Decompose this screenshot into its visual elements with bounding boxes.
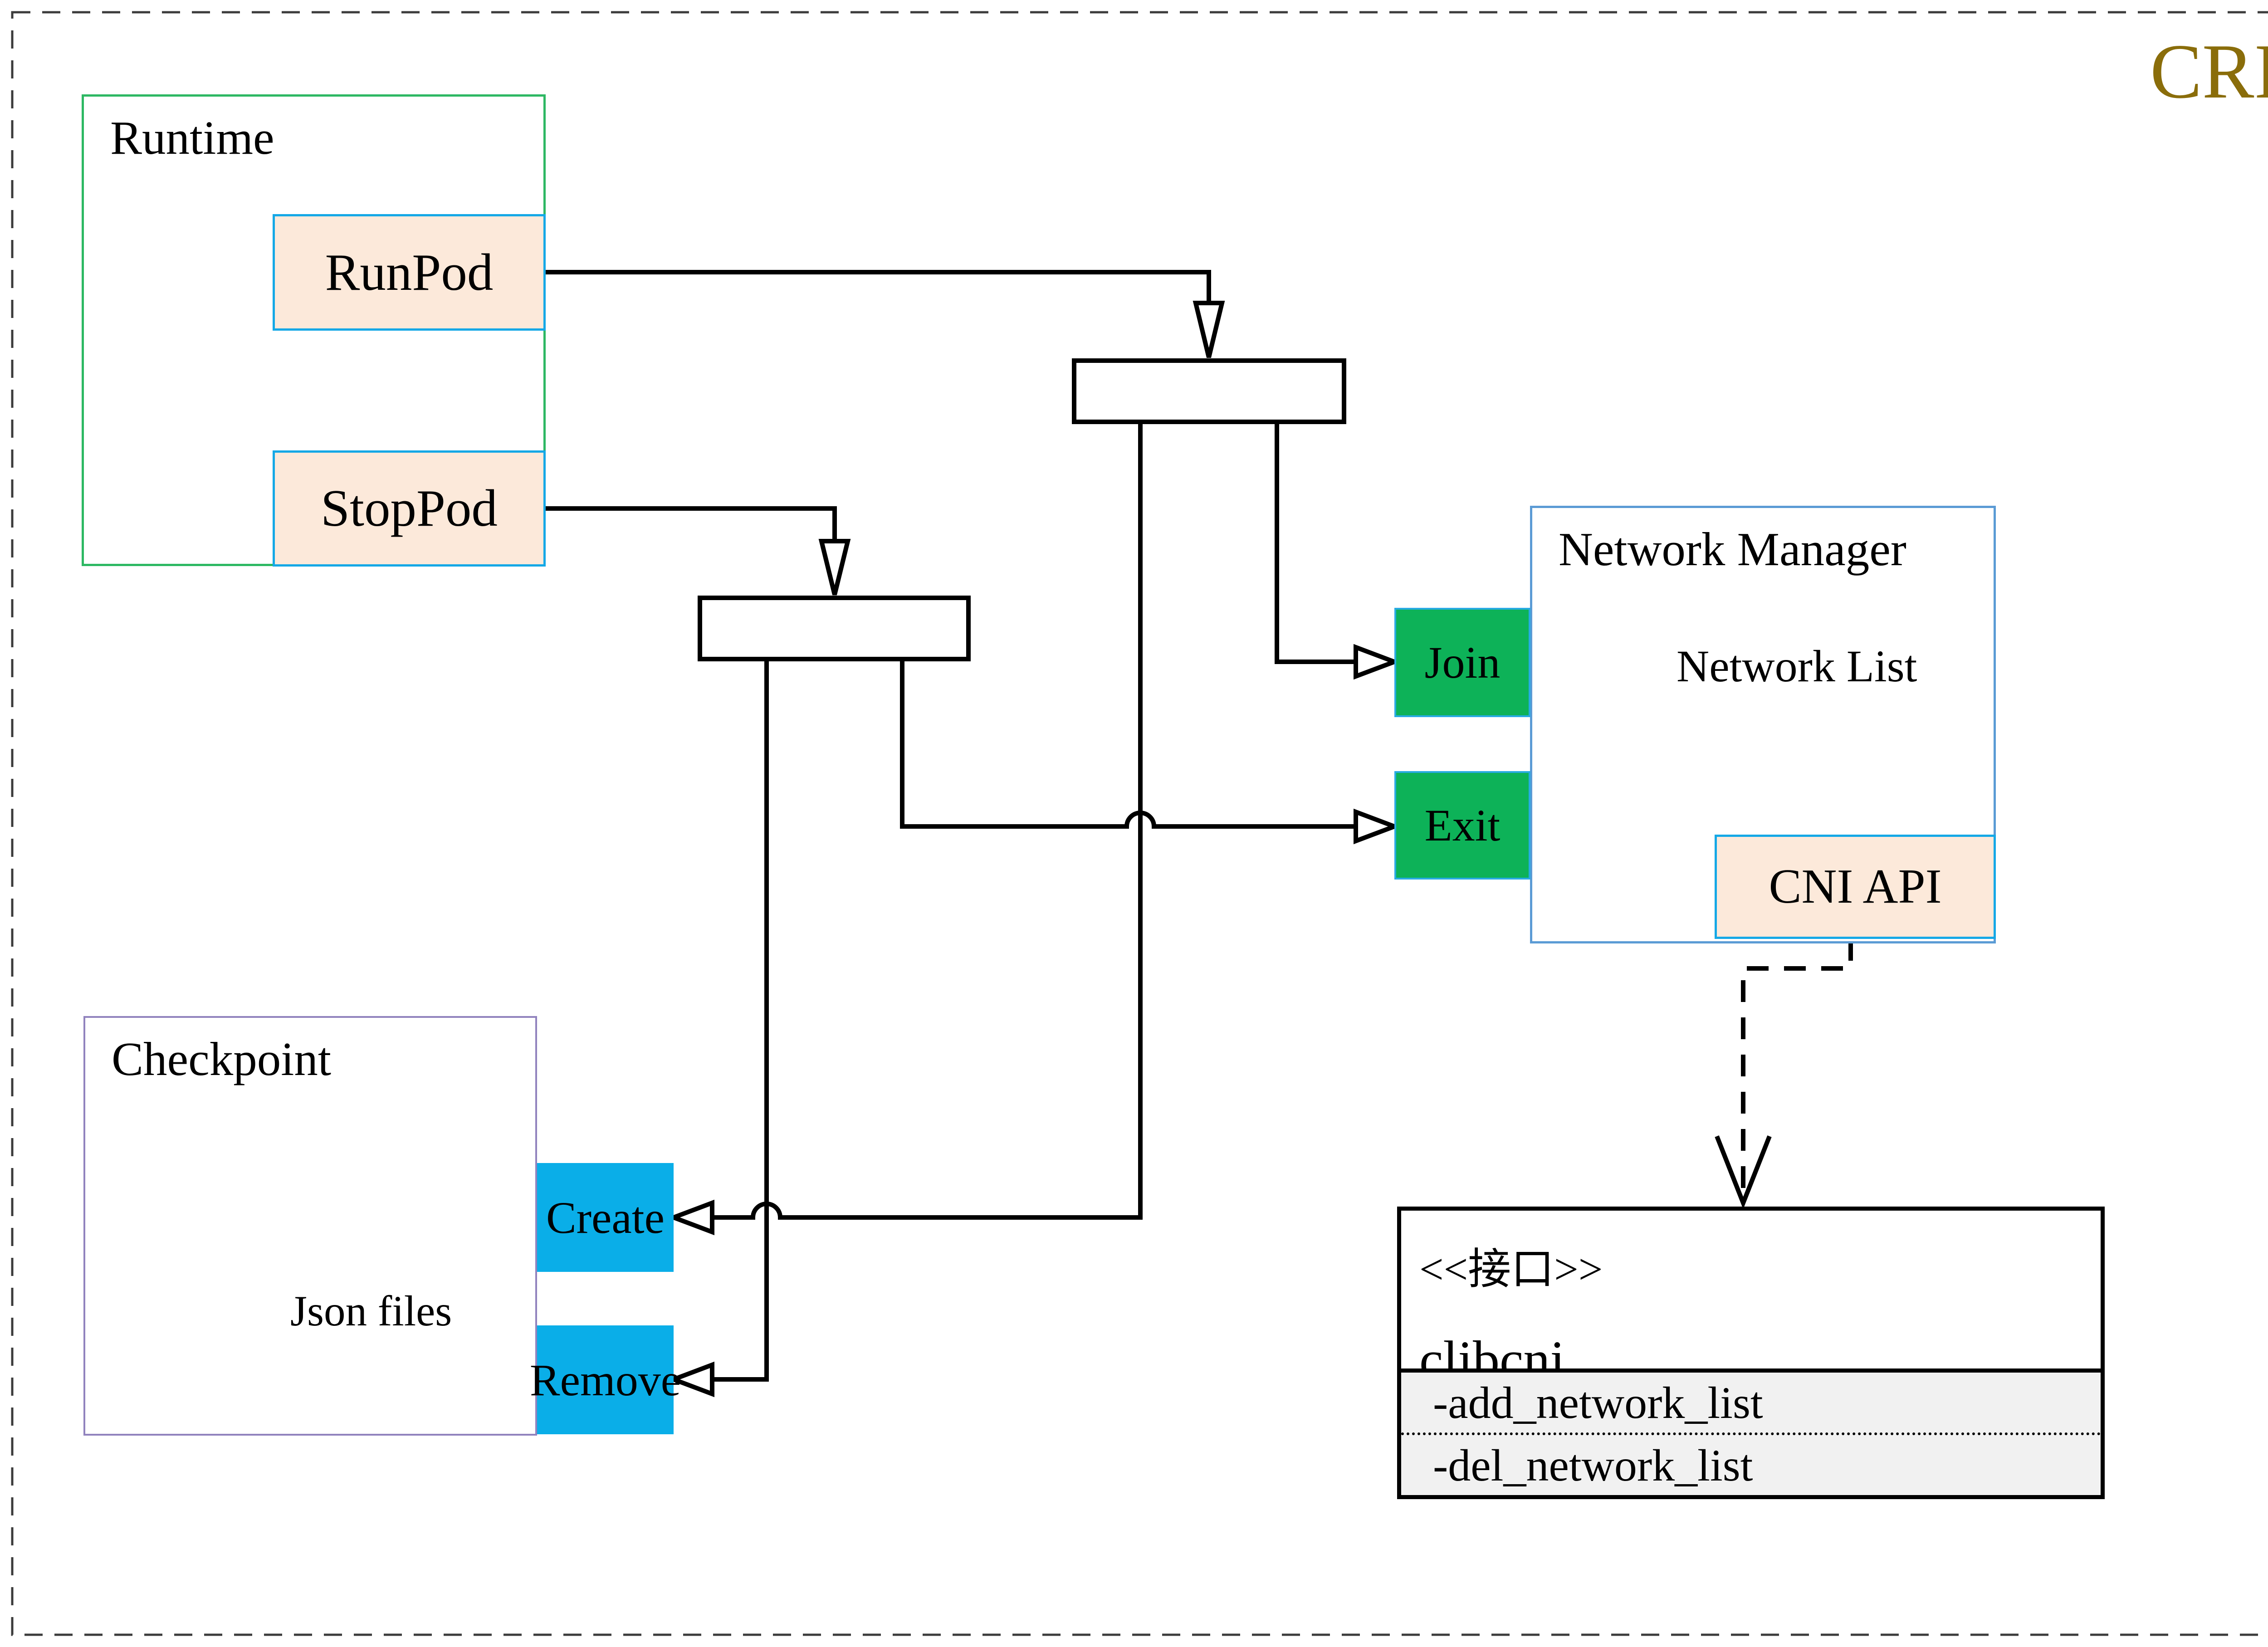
runpod-to-junction1-line — [546, 270, 1211, 308]
arrow-down-junction2-icon — [818, 539, 851, 596]
remove-box: Remove — [530, 1325, 681, 1434]
stoppod-label: StopPod — [321, 479, 498, 537]
arrow-open-down-clibcni-icon — [1715, 1135, 1772, 1209]
runpod-box: RunPod — [273, 214, 546, 331]
page-title: CRI — [2150, 29, 2268, 115]
checkpoint-box: Checkpoint — [83, 1016, 537, 1436]
arrow-left-create-icon — [667, 1199, 714, 1236]
arrow-right-exit-icon — [1354, 808, 1401, 845]
join-label: Join — [1424, 637, 1501, 688]
junction2-to-remove-line — [712, 661, 769, 1382]
join-box: Join — [1394, 608, 1530, 717]
stoppod-junction-box — [698, 596, 971, 661]
json-files-label: Json files — [290, 1287, 452, 1335]
stoppod-box: StopPod — [273, 450, 546, 567]
clibcni-method-row: -del_network_list — [1433, 1440, 1753, 1491]
network-manager-title: Network Manager — [1559, 523, 1906, 576]
junction1-to-create-line — [712, 424, 1143, 1220]
arrow-down-junction1-icon — [1193, 301, 1225, 358]
checkpoint-title: Checkpoint — [112, 1032, 332, 1085]
runpod-junction-box — [1072, 358, 1346, 424]
exit-label: Exit — [1424, 800, 1501, 850]
runtime-title: Runtime — [110, 111, 274, 164]
network-list-label: Network List — [1677, 640, 1917, 691]
clibcni-methods-section: -add_network_list -del_network_list — [1401, 1368, 2101, 1495]
cni-api-label: CNI API — [1769, 860, 1942, 914]
create-box: Create — [537, 1163, 674, 1272]
arrow-right-join-icon — [1354, 644, 1401, 680]
cniapi-to-clibcni-dashed-line — [1741, 939, 1853, 1201]
junction2-to-exit-line — [900, 661, 1356, 829]
clibcni-stereotype: <<接口>> — [1419, 1245, 1603, 1293]
exit-box: Exit — [1394, 771, 1530, 880]
clibcni-method-row: -add_network_list — [1401, 1373, 2101, 1435]
remove-label: Remove — [529, 1354, 681, 1405]
junction1-to-join-line — [1275, 424, 1356, 664]
cni-api-box: CNI API — [1715, 835, 1996, 939]
clibcni-interface-box: <<接口>> clibcni -add_network_list -del_ne… — [1397, 1207, 2105, 1499]
clibcni-header: <<接口>> clibcni — [1401, 1211, 2101, 1389]
create-label: Create — [546, 1192, 665, 1243]
stoppod-to-junction2-line — [546, 506, 837, 546]
runpod-label: RunPod — [325, 243, 494, 301]
